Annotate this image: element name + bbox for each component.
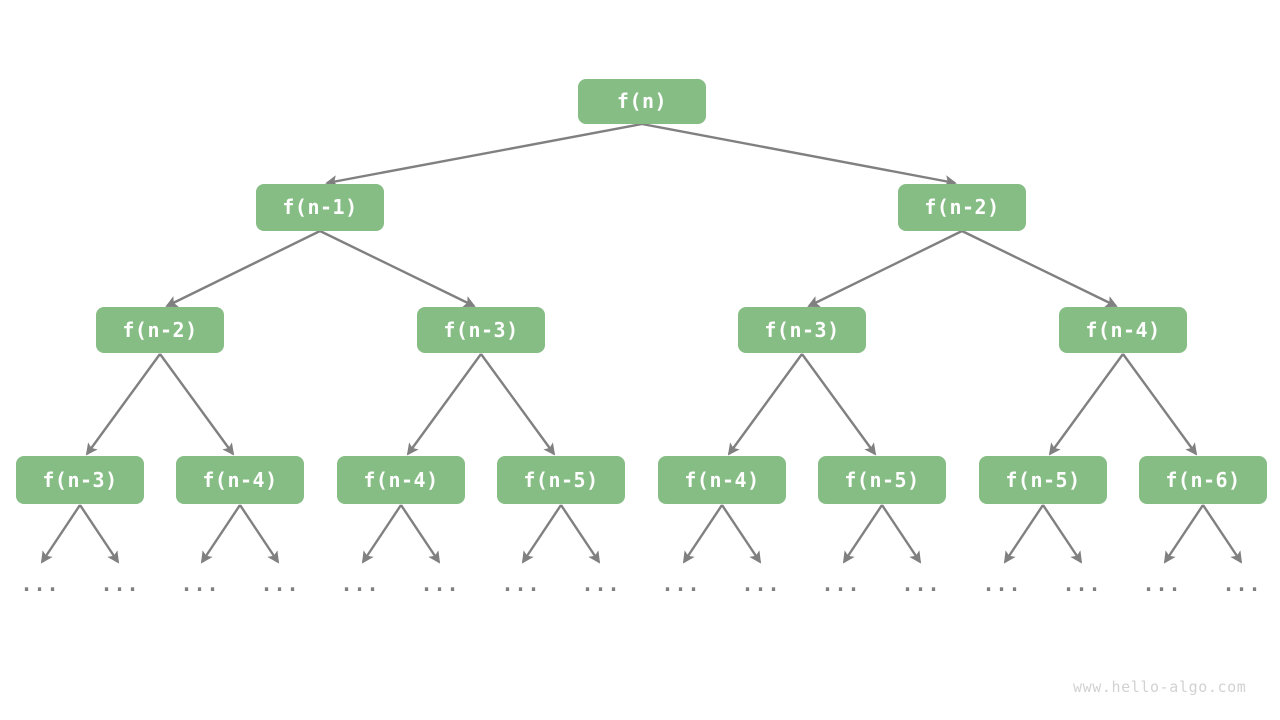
tree-node-1-1: f(n-2) bbox=[898, 183, 1026, 231]
ellipsis-marker: ... bbox=[1222, 572, 1262, 596]
ellipsis-marker: ... bbox=[741, 572, 781, 596]
tree-edge bbox=[727, 353, 803, 456]
tree-edge bbox=[79, 504, 120, 564]
tree-edge bbox=[641, 122, 957, 188]
tree-edge bbox=[406, 353, 482, 456]
tree-edge bbox=[85, 353, 161, 456]
tree-node-0-0: f(n) bbox=[578, 78, 706, 124]
tree-node-2-3: f(n-4) bbox=[1059, 307, 1187, 353]
ellipsis-marker: ... bbox=[661, 572, 701, 596]
tree-edge bbox=[325, 122, 643, 188]
tree-edge bbox=[1003, 504, 1044, 564]
tree-edge bbox=[807, 229, 963, 308]
tree-edge bbox=[1202, 504, 1243, 564]
tree-edge bbox=[1048, 353, 1124, 456]
tree-edge bbox=[1042, 504, 1083, 564]
tree-node-3-0: f(n-3) bbox=[16, 456, 144, 504]
tree-edge bbox=[1122, 353, 1198, 456]
tree-node-3-7: f(n-6) bbox=[1139, 456, 1267, 504]
tree-edge bbox=[361, 504, 402, 564]
tree-node-3-6: f(n-5) bbox=[979, 456, 1107, 504]
tree-edge bbox=[881, 504, 922, 564]
tree-node-2-2: f(n-3) bbox=[738, 307, 866, 353]
ellipsis-marker: ... bbox=[821, 572, 861, 596]
tree-edge bbox=[319, 229, 476, 308]
ellipsis-marker: ... bbox=[100, 572, 140, 596]
tree-edge bbox=[400, 504, 441, 564]
tree-node-3-3: f(n-5) bbox=[497, 456, 625, 504]
tree-edge bbox=[239, 504, 280, 564]
tree-edge bbox=[159, 353, 235, 456]
tree-edge bbox=[721, 504, 762, 564]
ellipsis-marker: ... bbox=[581, 572, 621, 596]
tree-edge bbox=[165, 229, 321, 308]
tree-edge bbox=[200, 504, 241, 564]
ellipsis-marker: ... bbox=[1062, 572, 1102, 596]
ellipsis-marker: ... bbox=[340, 572, 380, 596]
tree-node-3-1: f(n-4) bbox=[176, 456, 304, 504]
tree-edge bbox=[521, 504, 562, 564]
tree-node-2-1: f(n-3) bbox=[417, 307, 545, 353]
tree-edge bbox=[1163, 504, 1204, 564]
tree-edge bbox=[842, 504, 883, 564]
tree-node-1-0: f(n-1) bbox=[256, 183, 384, 231]
tree-node-2-0: f(n-2) bbox=[96, 307, 224, 353]
ellipsis-marker: ... bbox=[982, 572, 1022, 596]
tree-node-3-4: f(n-4) bbox=[658, 456, 786, 504]
ellipsis-marker: ... bbox=[20, 572, 60, 596]
tree-edge bbox=[480, 353, 556, 456]
tree-node-3-2: f(n-4) bbox=[337, 456, 465, 504]
ellipsis-marker: ... bbox=[180, 572, 220, 596]
tree-edge bbox=[801, 353, 877, 456]
tree-edge bbox=[40, 504, 81, 564]
tree-edge bbox=[682, 504, 723, 564]
tree-edge bbox=[560, 504, 601, 564]
tree-node-3-5: f(n-5) bbox=[818, 456, 946, 504]
ellipsis-marker: ... bbox=[420, 572, 460, 596]
ellipsis-marker: ... bbox=[260, 572, 300, 596]
watermark: www.hello-algo.com bbox=[1073, 678, 1247, 696]
ellipsis-marker: ... bbox=[501, 572, 541, 596]
tree-edge bbox=[961, 229, 1118, 308]
ellipsis-marker: ... bbox=[1142, 572, 1182, 596]
ellipsis-marker: ... bbox=[901, 572, 941, 596]
